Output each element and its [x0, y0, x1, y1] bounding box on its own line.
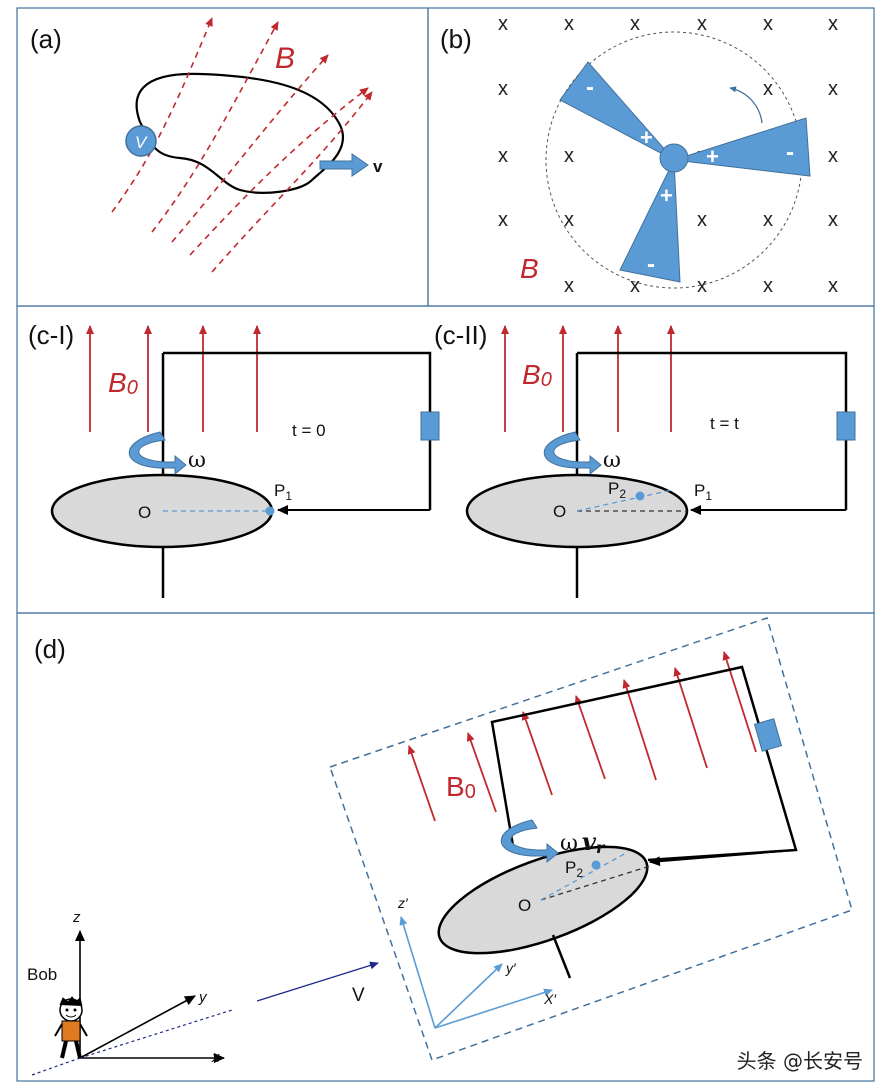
primed-axes [399, 916, 553, 1029]
rotor-blades [559, 61, 811, 283]
omega-c2: ω [603, 448, 621, 473]
x-mark: x [630, 275, 640, 297]
circuit-wire-c1 [163, 351, 432, 510]
frame-velocity-label: V [352, 985, 365, 1006]
vr-label-d: vr [582, 827, 606, 857]
time-c2: t = t [710, 414, 739, 433]
field-label-c1: B0 [108, 367, 138, 399]
x-mark: x [763, 275, 773, 297]
velocity-label-a: v [373, 157, 383, 176]
x-mark: x [828, 78, 838, 100]
observer-label: Bob [27, 965, 57, 984]
panel-c1-label: (c-I) [28, 320, 74, 350]
panel-c2: (c-II) B0 ω t = t O P2 P1 [434, 320, 856, 598]
blade1-plus: + [640, 125, 653, 150]
field-into-page-marks: xxxxxxxxxxxxxxxxxxxxxxx [498, 13, 838, 297]
frame-velocity-arrow [256, 961, 379, 1002]
x-mark: x [697, 275, 707, 297]
omega-c1: ω [188, 448, 206, 473]
omega-d: ω [560, 831, 578, 856]
panel-d-label: (d) [34, 634, 66, 664]
field-label-b: B [520, 253, 539, 284]
panel-d: (d) B0 ω vr P2 O [27, 617, 853, 1076]
p2-c2: P2 [608, 479, 626, 501]
x-mark: x [828, 145, 838, 167]
axis-z: z [72, 909, 81, 926]
blade2-plus: + [706, 144, 719, 169]
axis-x: x [211, 1049, 220, 1066]
axis-y-prime: y′ [505, 960, 517, 976]
panel-b: (b) xxxxxxxxxxxxxxxxxxxxxxx - + + - + - … [440, 13, 838, 297]
origin-c2: O [553, 502, 566, 521]
x-mark: x [828, 13, 838, 35]
x-mark: x [697, 13, 707, 35]
velocity-arrow-icon [319, 153, 369, 177]
voltmeter-label: V [135, 133, 148, 152]
resistor-c1 [420, 411, 440, 441]
blade2-minus: - [786, 139, 794, 166]
point-p2-d [591, 860, 601, 870]
blade3-minus: - [647, 251, 655, 278]
x-mark: x [564, 145, 574, 167]
x-mark: x [498, 145, 508, 167]
omega-arrow-c2 [543, 431, 602, 476]
x-mark: x [763, 209, 773, 231]
panel-c1: (c-I) B0 ω t = 0 O P1 [28, 320, 440, 598]
x-mark: x [763, 13, 773, 35]
x-mark: x [828, 209, 838, 231]
panel-frames [16, 7, 875, 1082]
axis-y: y [198, 989, 208, 1006]
x-mark: x [498, 13, 508, 35]
resistor-c2 [836, 411, 856, 441]
field-label-c2: B0 [522, 359, 552, 391]
omega-arrow-d [500, 819, 559, 864]
x-mark: x [564, 275, 574, 297]
origin-d: O [518, 896, 531, 915]
x-mark: x [630, 13, 640, 35]
panel-a-label: (a) [30, 24, 62, 54]
field-arrows-c2 [501, 325, 675, 432]
x-mark: x [564, 13, 574, 35]
rotation-arrow-icon [729, 86, 763, 124]
x-mark: x [498, 78, 508, 100]
x-mark: x [763, 78, 773, 100]
watermark: 头条 @长安号 [736, 1049, 863, 1073]
panel-c2-label: (c-II) [434, 320, 487, 350]
blade3-plus: + [660, 183, 673, 208]
field-arrows-c1 [86, 325, 261, 432]
point-p1-c1 [265, 506, 275, 516]
blade1-minus: - [586, 74, 594, 101]
time-c1: t = 0 [292, 421, 326, 440]
panel-a: (a) V v B [30, 17, 383, 273]
p2-d: P2 [565, 858, 583, 880]
axis-x-prime: X′ [543, 991, 557, 1007]
field-lines-a [111, 17, 373, 273]
voltmeter-icon [125, 125, 157, 157]
circuit-wire-c2 [577, 351, 848, 510]
x-mark: x [498, 209, 508, 231]
bob-icon [54, 996, 88, 1059]
origin-c1: O [138, 503, 151, 522]
omega-arrow-c1 [128, 431, 187, 476]
axis-z-prime: z′ [397, 895, 409, 911]
x-mark: x [564, 209, 574, 231]
panel-b-label: (b) [440, 24, 472, 54]
x-mark: x [697, 209, 707, 231]
x-mark: x [828, 275, 838, 297]
rotor-hub [659, 143, 689, 173]
field-label-a: B [275, 42, 295, 75]
p1-c2: P1 [694, 481, 712, 503]
point-p2-c2 [635, 491, 645, 501]
field-label-d: B0 [446, 771, 476, 803]
conducting-loop [135, 72, 344, 194]
resistor-d [753, 718, 783, 752]
p1-c1: P1 [274, 481, 292, 503]
